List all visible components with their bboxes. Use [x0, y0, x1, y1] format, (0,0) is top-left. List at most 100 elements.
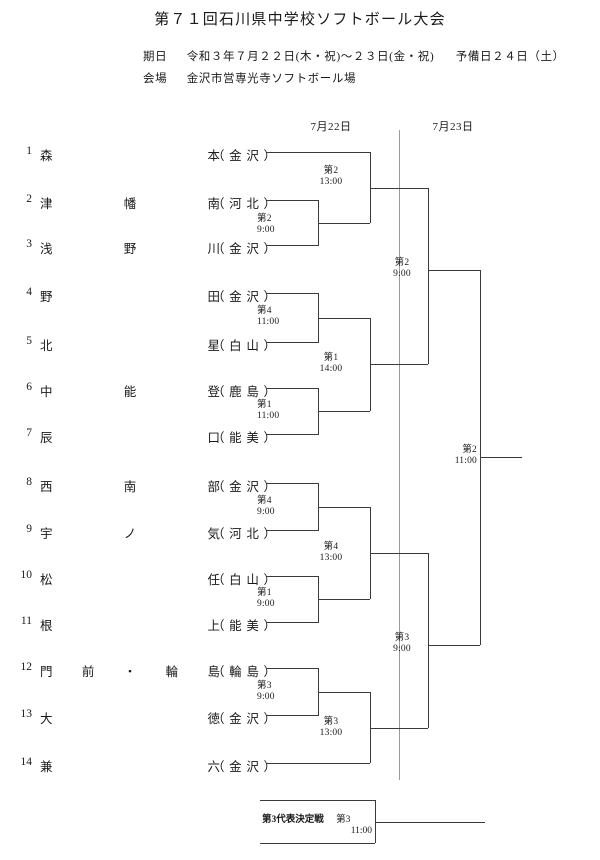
seed-line-14 [266, 763, 370, 764]
team-city-char: 美 [246, 431, 259, 445]
match-label-r1-c: 第1 11:00 [257, 400, 279, 422]
team-city-char: 輪 [229, 665, 242, 679]
team-city-char: 金 [229, 149, 242, 163]
team-city: （能美） [212, 615, 276, 634]
team-city-char: 山 [246, 339, 259, 353]
team-name: 野田 [40, 286, 220, 305]
match-time: 9:00 [257, 507, 275, 517]
r2-winner-d [370, 728, 428, 729]
team-name-char: 六 [207, 760, 220, 774]
match-time: 9:00 [393, 269, 411, 279]
team-city: （河北） [212, 193, 276, 212]
team-city-char: （ [212, 665, 225, 679]
team-seed-number: 7 [26, 427, 32, 439]
seed-line-9 [266, 530, 318, 531]
match-ground: 第3 [323, 717, 339, 727]
day-header-day2: 7月23日 [432, 121, 474, 133]
team-city-char: 金 [229, 290, 242, 304]
event-date-label: 期日 [143, 51, 168, 63]
team-name-char: 北 [40, 339, 53, 353]
team-name: 浅野川 [40, 238, 220, 257]
playoff-ground: 第3 [336, 815, 351, 825]
seed-line-4 [266, 293, 318, 294]
team-city-char: 能 [229, 431, 242, 445]
team-city-char: 能 [229, 619, 242, 633]
team-city-char: 白 [229, 573, 242, 587]
team-city-char: 山 [246, 573, 259, 587]
team-name: 津幡南 [40, 193, 220, 212]
match-label-r1-f: 第3 9:00 [257, 681, 275, 703]
sf-winner-top [428, 270, 480, 271]
seed-line-6 [266, 388, 318, 389]
team-name: 北星 [40, 335, 220, 354]
day-header-day1: 7月22日 [310, 121, 352, 133]
team-city-char: 沢 [246, 242, 259, 256]
sf-connector-top [428, 188, 429, 364]
team-row: 7 辰口（ 能美 ） [14, 427, 276, 446]
seed-line-3 [266, 245, 318, 246]
match-ground: 第2 [257, 214, 272, 224]
event-reserve-date: 予備日２４日（土） [455, 51, 565, 63]
page-title: 第７１回石川県中学校ソフトボール大会 [154, 12, 446, 28]
team-city-char: 沢 [246, 760, 259, 774]
team-name: 辰口 [40, 427, 220, 446]
team-name-char: 星 [207, 339, 220, 353]
team-name-char: 田 [207, 290, 220, 304]
team-city-char: ） [263, 619, 276, 633]
team-city-char: （ [212, 760, 225, 774]
team-city: （金沢） [212, 708, 276, 727]
team-name-char: 野 [40, 290, 53, 304]
match-ground: 第1 [257, 588, 272, 598]
seed-line-10 [266, 576, 318, 577]
team-seed-number: 10 [20, 569, 33, 581]
team-name-char: 徳 [207, 712, 220, 726]
team-city: （金沢） [212, 476, 276, 495]
team-seed-number: 9 [26, 523, 32, 535]
team-name-char: 松 [40, 573, 53, 587]
team-city: （ 能美 ） [212, 427, 276, 446]
team-name: 兼六 [40, 756, 220, 775]
match-time: 11:00 [257, 317, 280, 327]
team-city-char: ） [263, 527, 276, 541]
champion-line [480, 457, 522, 458]
match-time: 9:00 [393, 644, 411, 654]
event-venue-line: 会場 金沢市営専光寺ソフトボール場 [143, 70, 356, 86]
team-city-char: （ [212, 339, 225, 353]
seed-line-12 [266, 668, 318, 669]
team-city: （金沢） [212, 756, 276, 775]
team-name-char: 兼 [40, 760, 53, 774]
team-city-char: 北 [246, 197, 259, 211]
team-city-char: ） [263, 573, 276, 587]
team-city-char: ） [263, 431, 276, 445]
team-name: 根上 [40, 615, 220, 634]
match-ground: 第2 [323, 166, 339, 176]
team-city-char: （ [212, 431, 225, 445]
team-city: （金沢） [212, 145, 276, 164]
seed-line-2 [266, 200, 318, 201]
team-city: （輪島） [212, 661, 276, 680]
team-city-char: 沢 [246, 290, 259, 304]
match-time: 9:00 [257, 225, 275, 235]
team-city-char: 北 [246, 527, 259, 541]
team-name-char: 西 [40, 480, 53, 494]
team-name-char: 島 [207, 665, 220, 679]
team-seed-number: 14 [20, 756, 33, 768]
team-seed-number: 2 [26, 193, 32, 205]
team-city-char: （ [212, 385, 225, 399]
match-label-r2-c: 第4 13:00 [306, 542, 356, 564]
team-name-char: 川 [207, 242, 220, 256]
match-label-r1-b: 第4 11:00 [257, 306, 279, 328]
match-time: 11:00 [257, 411, 280, 421]
team-city-char: ） [263, 290, 276, 304]
team-seed-number: 8 [26, 476, 32, 488]
day-divider [399, 130, 400, 780]
r1-winner-a [318, 223, 370, 224]
team-name-char: 口 [207, 431, 220, 445]
match-label-r2-b: 第1 14:00 [306, 353, 356, 375]
playoff-connector [375, 800, 376, 843]
playoff-top-line [260, 800, 375, 801]
